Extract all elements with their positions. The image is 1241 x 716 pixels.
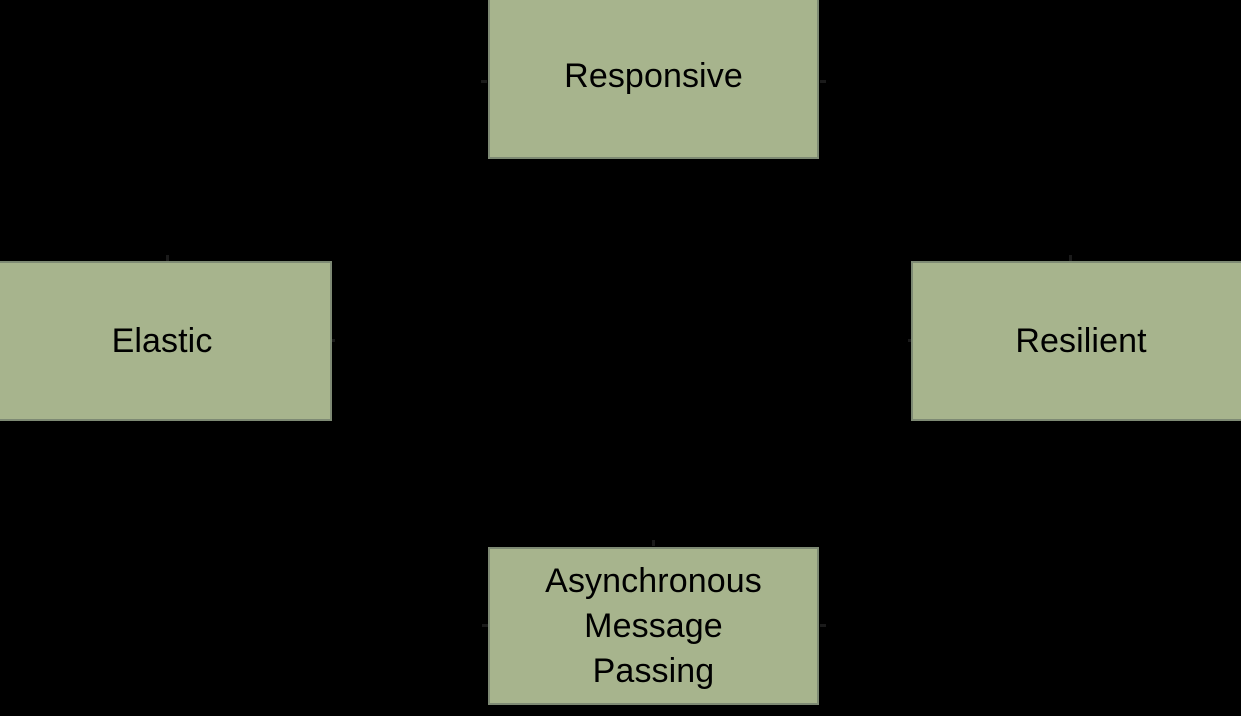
connector-async-to-resilient xyxy=(820,624,826,627)
node-elastic-label: Elastic xyxy=(111,321,213,360)
node-async-message-passing[interactable]: Asynchronous Message Passing xyxy=(488,547,819,705)
connector-async-to-responsive xyxy=(652,540,655,546)
node-responsive[interactable]: Responsive xyxy=(488,0,819,159)
connector-resilient-to-responsive xyxy=(820,80,826,83)
connector-resilient-top-stub xyxy=(1069,255,1072,261)
connector-elastic-top-stub xyxy=(166,255,169,261)
node-async-message-passing-label: Asynchronous Message Passing xyxy=(545,561,762,690)
node-resilient[interactable]: Resilient xyxy=(911,261,1241,421)
connector-elastic-to-responsive xyxy=(481,80,487,83)
node-elastic[interactable]: Elastic xyxy=(0,261,332,421)
node-resilient-label: Resilient xyxy=(1015,321,1147,360)
connector-elastic-right-stub xyxy=(329,339,335,342)
node-responsive-label: Responsive xyxy=(564,57,743,95)
connector-async-to-elastic xyxy=(482,624,488,627)
